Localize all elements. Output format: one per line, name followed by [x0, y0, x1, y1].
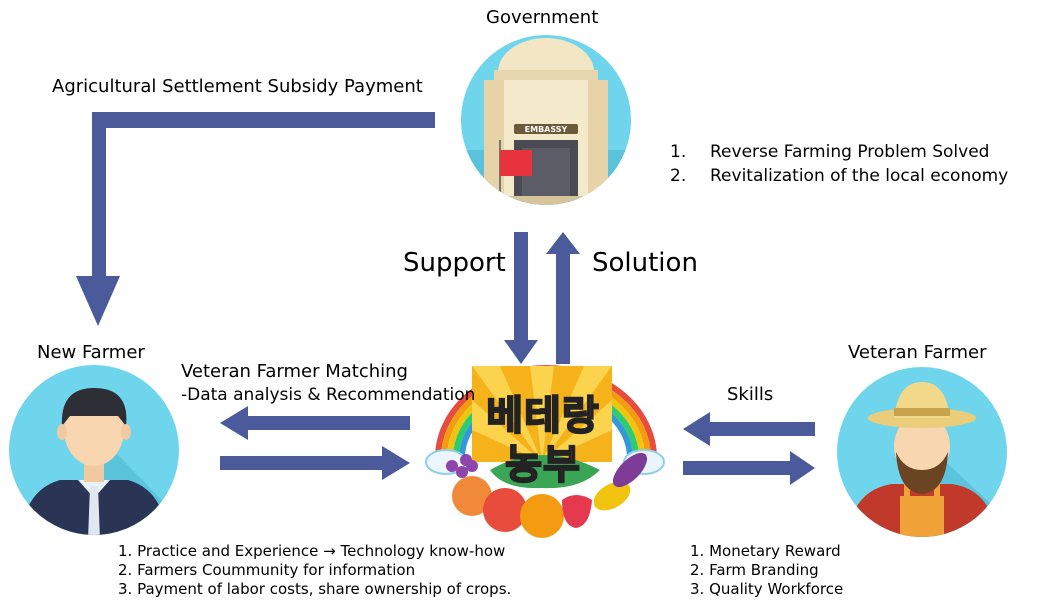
veteran-farmer-logo-icon: [425, 365, 665, 538]
logo-title-line2: 농부: [504, 441, 581, 489]
logo-title-line1: 베테랑: [485, 392, 600, 440]
matching-arrow-right: [220, 446, 410, 480]
veteran-farmer-benefits: 1. Monetary Reward 2. Farm Branding 3. Q…: [690, 542, 843, 599]
businessman-avatar-icon: [9, 365, 179, 535]
list-item: 3. Payment of labor costs, share ownersh…: [118, 580, 512, 598]
list-item: 2. Farmers Coummunity for information: [118, 561, 416, 579]
farmer-avatar-icon: [837, 367, 1007, 537]
list-item: 1. Practice and Experience → Technology …: [118, 542, 506, 560]
svg-text:EMBASSY: EMBASSY: [525, 125, 568, 134]
list-item: 2. Farm Branding: [690, 561, 819, 579]
skills-label: Skills: [727, 384, 774, 405]
subsidy-arrow: [76, 112, 435, 326]
list-item: 1.Reverse Farming Problem Solved: [670, 142, 990, 162]
government-outcomes: 1.Reverse Farming Problem Solved 2.Revit…: [670, 140, 1008, 188]
support-label: Support: [403, 248, 506, 278]
support-arrow: [504, 232, 538, 364]
matching-subtitle: -Data analysis & Recommendation: [181, 385, 476, 405]
new-farmer-benefits: 1. Practice and Experience → Technology …: [118, 542, 511, 599]
list-item: 3. Quality Workforce: [690, 580, 844, 598]
skills-arrow-left: [683, 412, 815, 446]
embassy-building-icon: EMBASSY: [461, 35, 631, 205]
list-item: 1. Monetary Reward: [690, 542, 841, 560]
skills-arrow-right: [683, 451, 815, 485]
list-item: 2.Revitalization of the local economy: [670, 166, 1009, 186]
government-title: Government: [486, 7, 599, 28]
veteran-farmer-title: Veteran Farmer: [848, 342, 987, 363]
new-farmer-title: New Farmer: [37, 342, 145, 363]
matching-arrow-left: [220, 406, 410, 440]
solution-label: Solution: [592, 248, 698, 278]
solution-arrow: [546, 232, 580, 364]
subsidy-label: Agricultural Settlement Subsidy Payment: [52, 76, 423, 97]
matching-title: Veteran Farmer Matching: [181, 361, 408, 382]
